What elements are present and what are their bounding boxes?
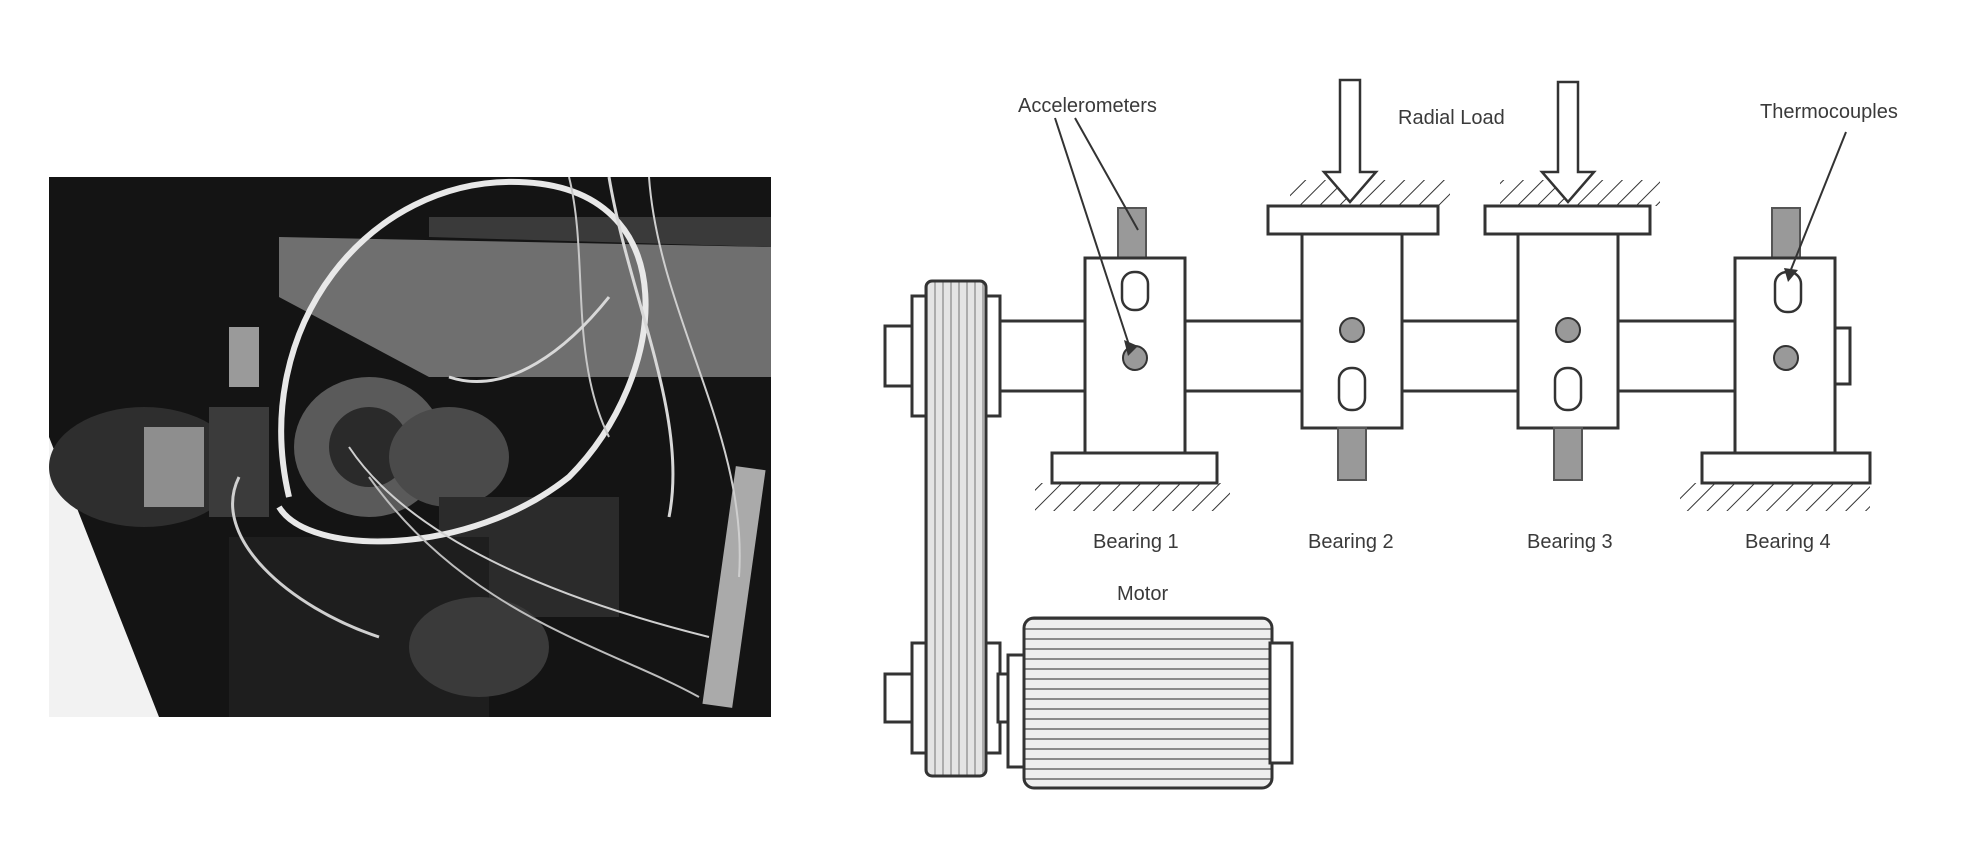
motor-body <box>1022 616 1274 790</box>
photo-sensor-post <box>229 327 259 387</box>
photo-drawing <box>49 177 771 717</box>
bearing-4-label: Bearing 4 <box>1745 531 1831 553</box>
thermocouple-port-icon <box>1337 366 1367 412</box>
bearing-4-base <box>1700 451 1872 485</box>
accelerometer-leader-2 <box>1074 117 1139 231</box>
test-rig-photo <box>49 177 771 717</box>
leader-lines <box>1054 117 1847 349</box>
bearing-1-base <box>1050 451 1219 485</box>
accelerometers-label: Accelerometers <box>1018 95 1157 117</box>
accelerometer-icon <box>1555 317 1581 343</box>
thermocouple-arrowhead-icon <box>1784 268 1798 282</box>
bearing-3-bottom-post <box>1553 427 1583 481</box>
accelerometer-leader-1 <box>1054 117 1131 349</box>
motor <box>1006 616 1294 790</box>
accelerometer-arrowhead-icon <box>1124 340 1138 356</box>
bearing-2-bottom-post <box>1337 427 1367 481</box>
thermocouple-port-icon <box>1120 270 1150 312</box>
thermocouple-port-icon <box>1553 366 1583 412</box>
bearing-3 <box>1483 80 1660 481</box>
bearing-4 <box>1680 207 1872 511</box>
bearing-2-ground <box>1290 180 1450 206</box>
bearing-4-top-post <box>1771 207 1801 259</box>
motor-label: Motor <box>1117 583 1168 605</box>
bearing-1-ground <box>1035 483 1230 511</box>
radial-load-arrow-icon <box>1539 80 1597 204</box>
bearing-2 <box>1266 78 1450 481</box>
bearing-3-top-plate <box>1483 204 1652 236</box>
thermocouple-leader <box>1789 131 1847 273</box>
drive-belt <box>924 279 988 778</box>
photo-side-plate <box>702 466 766 708</box>
bearing-1-top-post <box>1117 207 1147 259</box>
bearing-4-ground <box>1680 483 1870 511</box>
bearing-2-label: Bearing 2 <box>1308 531 1394 553</box>
bearing-2-top-plate <box>1266 204 1440 236</box>
photo-beam <box>279 237 771 377</box>
bearing-1-label: Bearing 1 <box>1093 531 1179 553</box>
thermocouples-label: Thermocouples <box>1760 101 1898 123</box>
bearing-3-label: Bearing 3 <box>1527 531 1613 553</box>
radial-load-arrow-icon <box>1321 78 1379 204</box>
accelerometer-icon <box>1339 317 1365 343</box>
radial-load-label: Radial Load <box>1398 107 1505 129</box>
accelerometer-icon <box>1773 345 1799 371</box>
photo-shaft-coupling <box>144 427 204 507</box>
